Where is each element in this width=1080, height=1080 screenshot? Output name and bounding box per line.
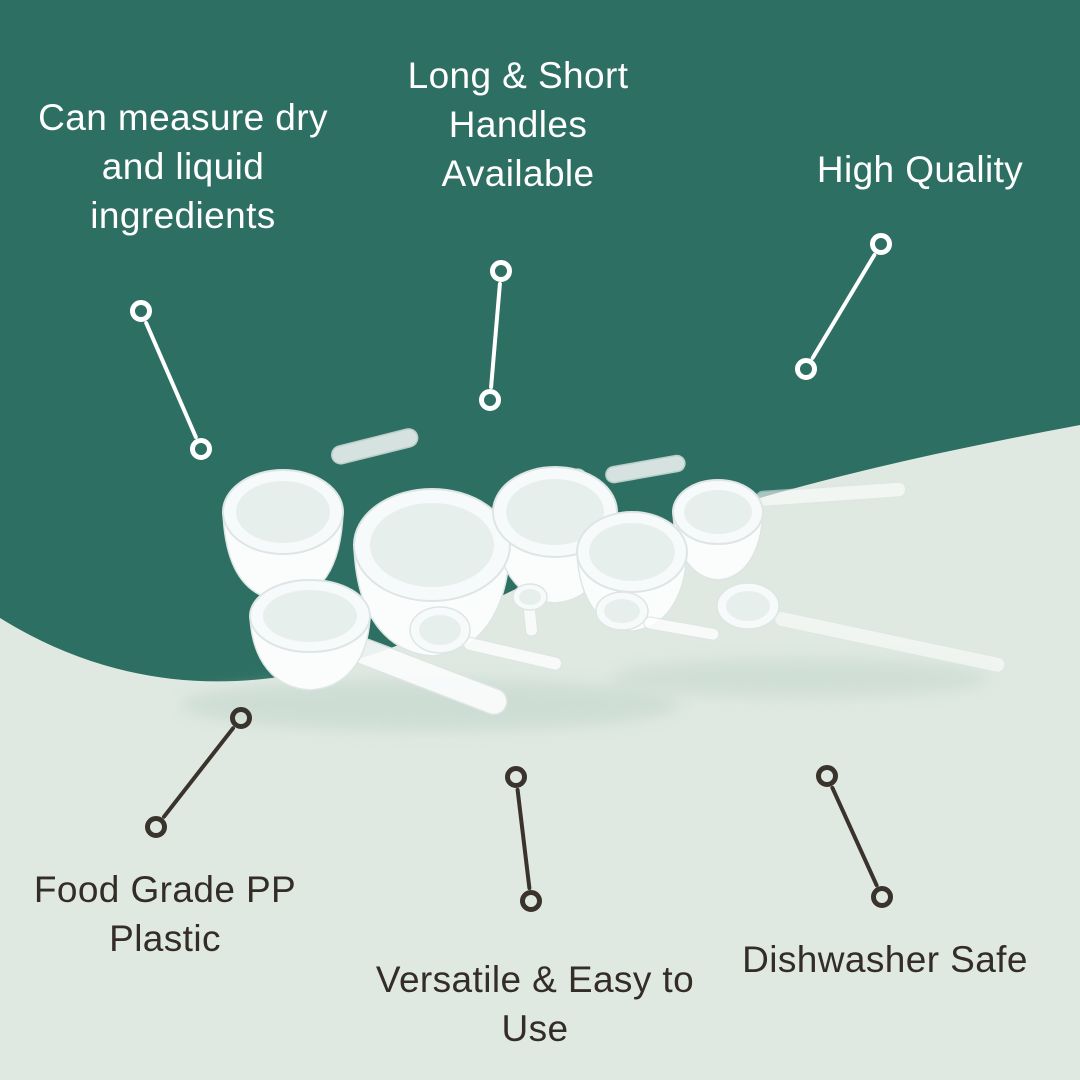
scoop-inner [263, 590, 357, 642]
scoop-long-handle [755, 481, 907, 508]
callout-line: Use [501, 1007, 569, 1049]
callout-line: Dishwasher Safe [742, 939, 1028, 980]
callout-pin-foodgrade [145, 707, 252, 838]
product-image [180, 428, 1006, 731]
callout-line: ingredients [90, 194, 276, 236]
callout-pin-measure [130, 300, 212, 460]
callout-line: Available [441, 152, 595, 194]
callout-label-handles: Long & Short Handles Available [368, 52, 668, 198]
callout-line: Food Grade PP [33, 869, 297, 910]
scoop-handle [330, 428, 419, 465]
cup-inner [506, 479, 604, 545]
spoon-handle [643, 616, 720, 641]
cup-inner [236, 481, 330, 543]
callout-label-foodgrade: Food Grade PP Plastic [10, 866, 320, 964]
callout-pin-handles [479, 260, 512, 411]
callout-label-versatile: Versatile & Easy to Use [345, 956, 725, 1054]
callout-pin-versatile [505, 766, 542, 912]
callout-line: Handles [448, 103, 588, 145]
spoon-inner [419, 615, 461, 645]
callout-pin-quality [795, 233, 892, 380]
callout-line: Long & Short [407, 55, 629, 96]
cup-inner [589, 523, 675, 581]
callout-line: High Quality [816, 149, 1024, 190]
callout-line: and liquid [101, 145, 265, 187]
spoon-handle [463, 636, 563, 671]
spoon-inner [726, 591, 770, 621]
spoon-inner [604, 599, 640, 623]
callout-line: Versatile & Easy to [375, 959, 695, 1000]
callout-line: Can measure dry [38, 97, 328, 138]
callout-label-dishwasher: Dishwasher Safe [715, 936, 1055, 985]
spoon-inner [519, 589, 541, 605]
cup-inner [370, 503, 494, 587]
callout-label-measure: Can measure dry and liquid ingredients [18, 94, 348, 240]
scoop-handle [605, 454, 686, 484]
callout-line: Plastic [109, 917, 221, 959]
wave-shape [0, 425, 1080, 1080]
callout-pin-dishwasher [816, 765, 893, 908]
callout-label-quality: High Quality [775, 146, 1065, 195]
cup-inner [684, 490, 752, 534]
